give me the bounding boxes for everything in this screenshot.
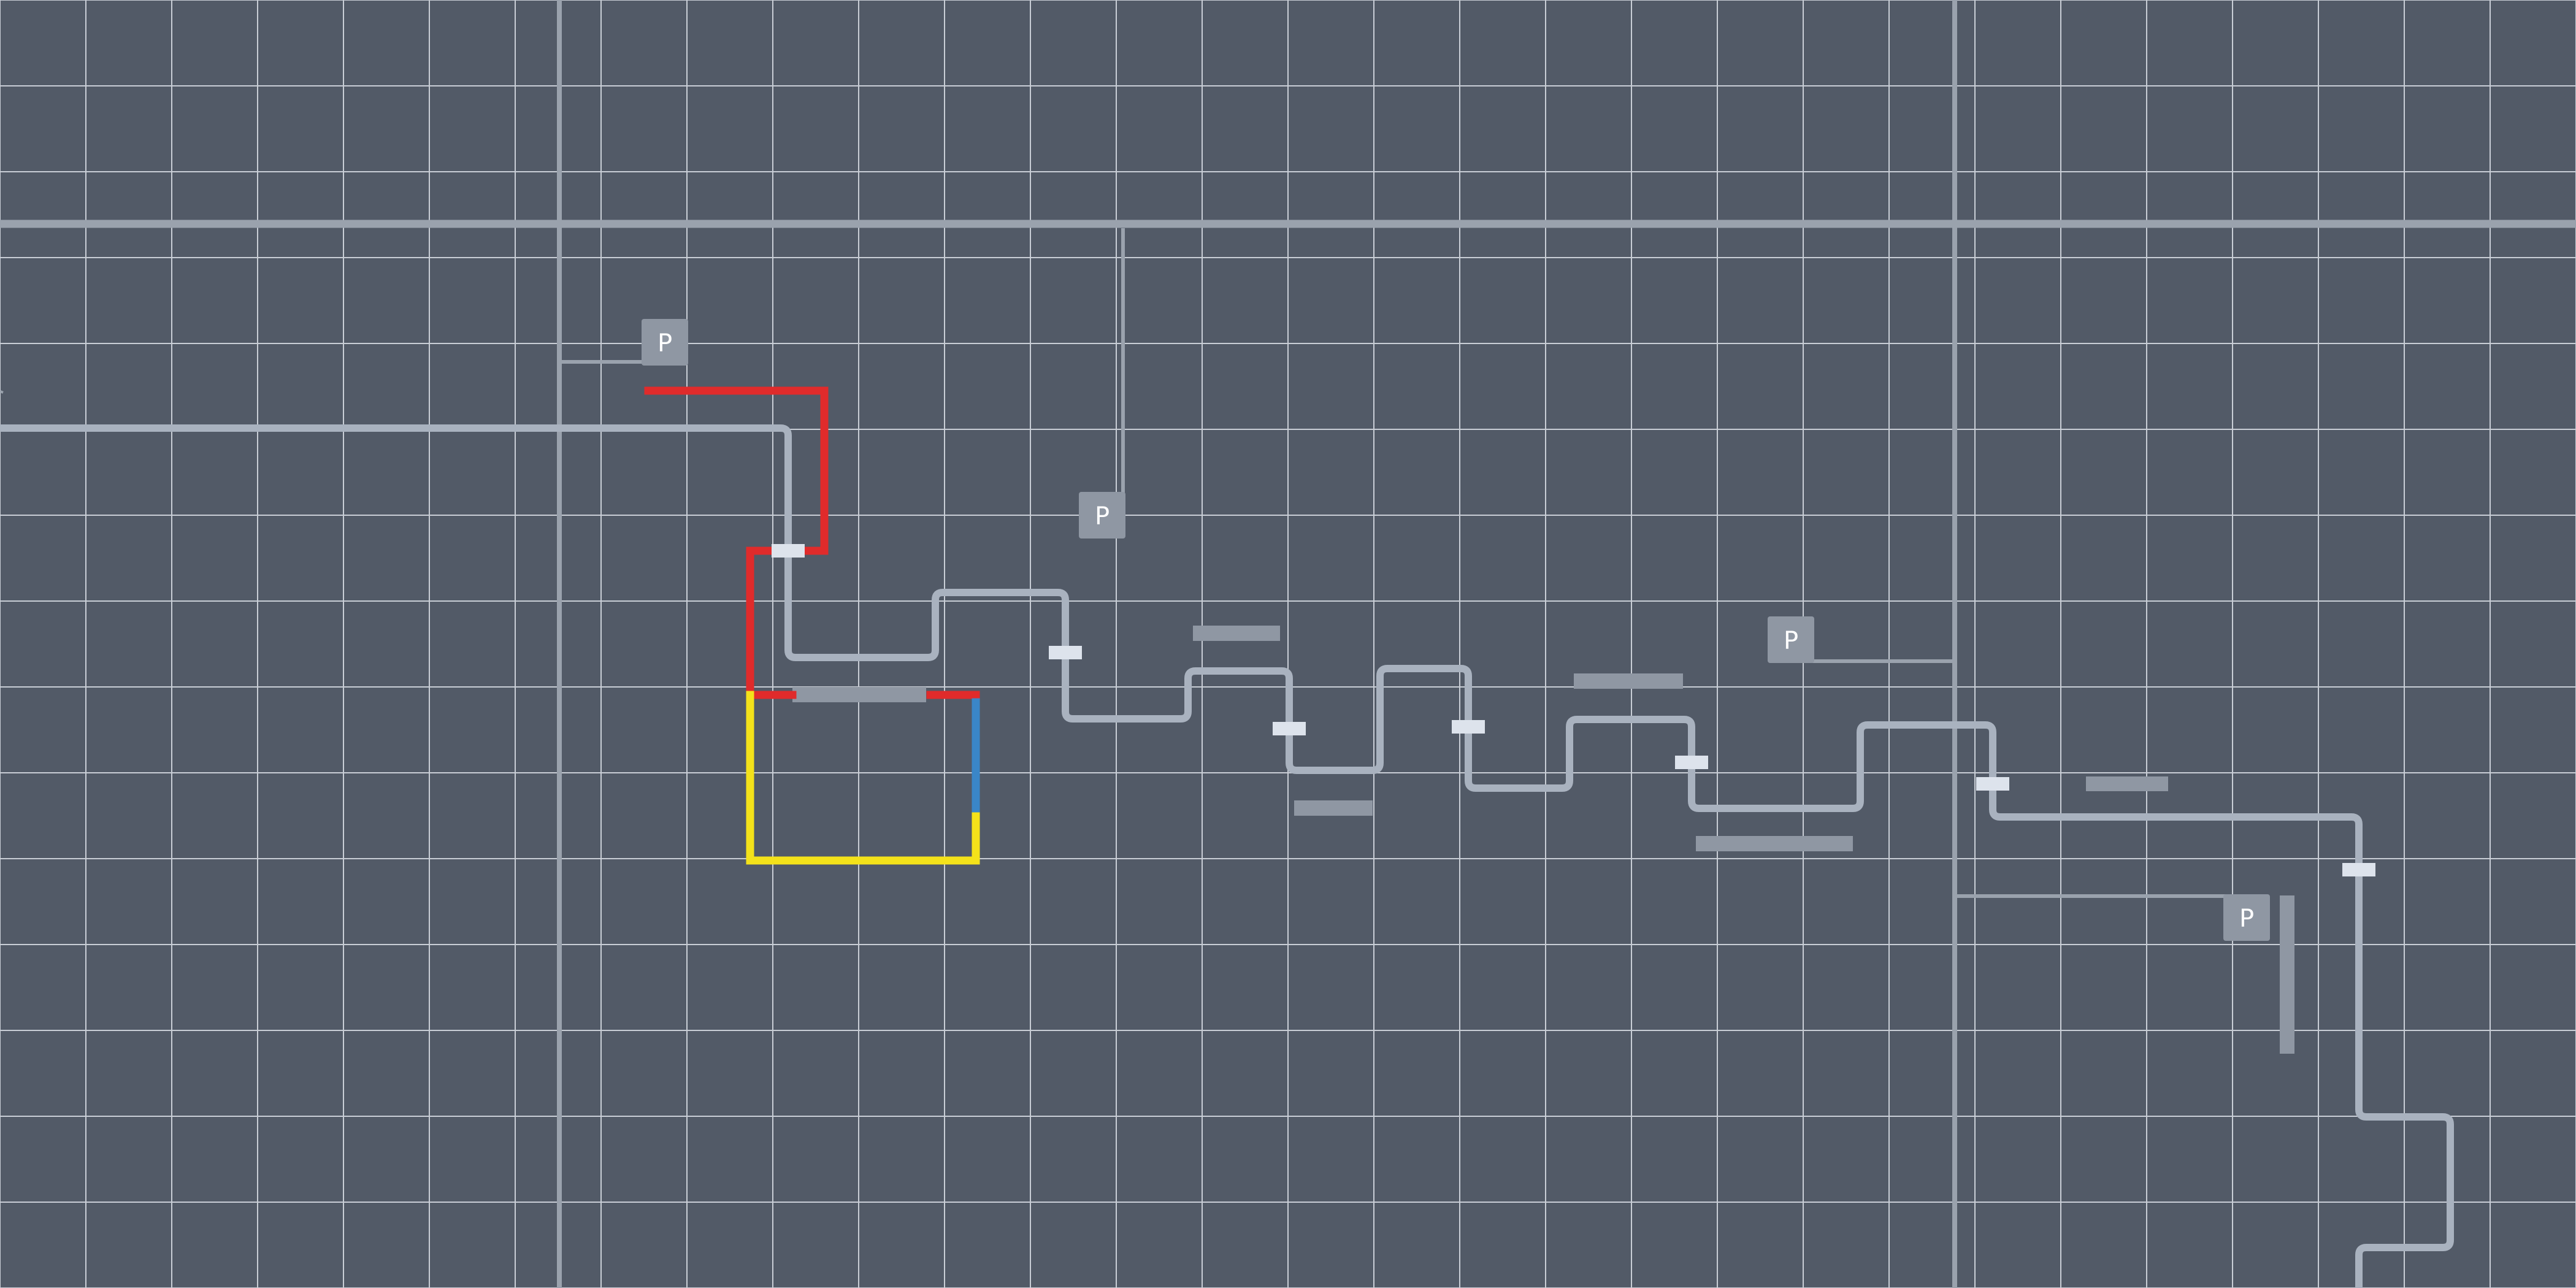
route-marker[interactable] [1273,722,1306,735]
parking-sign[interactable]: P [1079,492,1125,539]
edge-tick [0,390,4,394]
parking-sign[interactable]: P [2223,894,2270,941]
route-marker[interactable] [1452,720,1485,734]
parking-sign-label: P [657,329,672,358]
parking-sign-icon[interactable] [1768,616,1814,663]
parking-sign-label: P [1784,627,1798,655]
highlight-yellow-boundary [746,691,980,865]
building-bar [1294,800,1373,816]
route-marker[interactable] [1049,646,1082,659]
route-line [0,424,2454,1288]
building-bar [1696,836,1853,851]
route-marker[interactable] [1675,756,1708,769]
parking-sign-icon[interactable] [1079,492,1125,539]
parking-sign[interactable]: P [1768,616,1814,663]
route-marker[interactable] [772,544,805,558]
route-markers [772,544,2375,876]
parking-sign[interactable]: P [642,319,688,366]
route-marker[interactable] [2342,863,2375,876]
building-bar [2280,895,2294,1054]
highlight-red-boundary [644,386,829,699]
route-path [0,424,2454,1288]
building-bar [2086,776,2168,791]
parking-sign-icon[interactable] [642,319,688,366]
parking-sign-icon[interactable] [2223,894,2270,941]
building-bar [1193,626,1280,641]
buildings [792,626,2294,1054]
highlighted-area [644,386,980,865]
parking-sign-label: P [2239,905,2254,933]
building-bar [1574,673,1683,689]
building-bar [792,687,926,702]
route-marker[interactable] [1976,777,2009,791]
parking-sign-label: P [1095,502,1110,531]
